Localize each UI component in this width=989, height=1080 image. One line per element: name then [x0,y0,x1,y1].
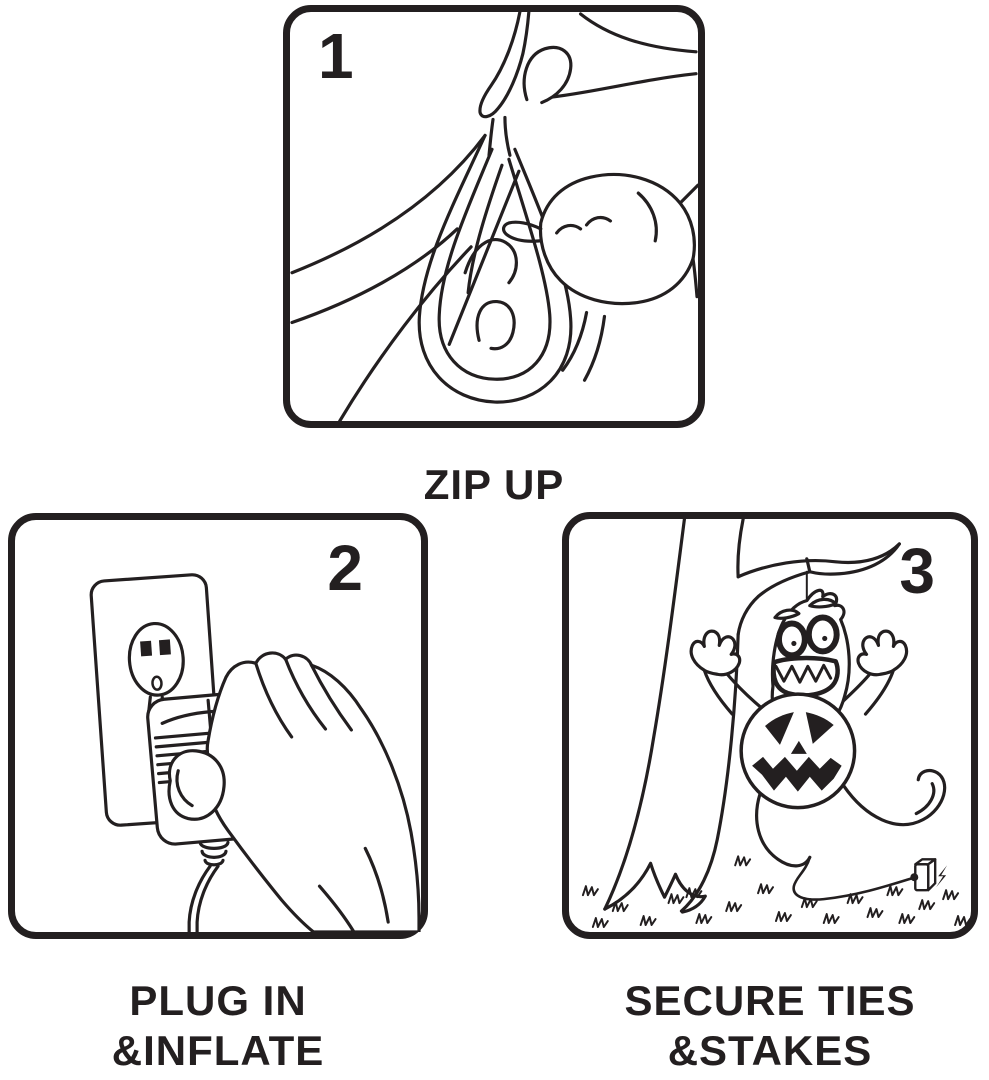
power-cord [187,840,230,932]
step-1-panel: 1 [283,5,705,428]
zip-up-illustration [290,12,698,421]
secure-ties-illustration [581,519,971,928]
gripping-hand [501,173,698,306]
step-1-caption: ZIP UP [283,460,705,510]
step-3-caption: SECURE TIES &STAKES [562,976,978,1076]
step-1-number: 1 [318,20,354,92]
caption-line: &INFLATE [111,1027,325,1074]
ghost-tail [755,769,947,868]
step-2-panel: 2 [8,513,428,939]
plug-in-illustration [89,573,421,932]
step-3-number: 3 [899,535,935,607]
pumpkin [739,692,857,810]
grass [581,855,971,928]
power-plug [910,858,937,892]
step-2-number: 2 [327,532,363,604]
caption-line: SECURE TIES [624,977,916,1024]
ghost [689,588,909,730]
step-3-panel: 3 [562,512,978,939]
lightning-bolt-icon [936,865,948,888]
outlet-socket [127,621,185,697]
fabric-bag [290,133,607,421]
step-2-caption: PLUG IN &INFLATE [8,976,428,1076]
tree [603,519,901,914]
caption-line: ZIP UP [423,461,565,508]
caption-line: PLUG IN [129,977,307,1024]
caption-line: &STAKES [667,1027,873,1074]
holding-hand [167,651,421,932]
pinching-hand [478,12,698,157]
